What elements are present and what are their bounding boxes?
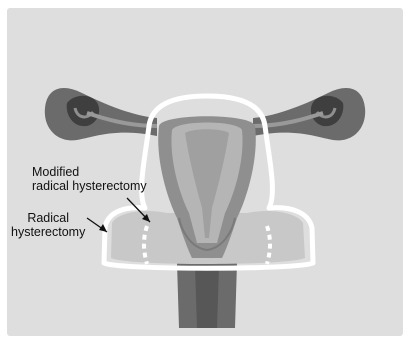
- radical-hysterectomy-label: Radical hysterectomy: [11, 211, 85, 239]
- left-fallopian-tube: [45, 88, 157, 140]
- label-line: Modified: [32, 165, 147, 179]
- label-line: hysterectomy: [11, 225, 85, 239]
- label-line: Radical: [11, 211, 85, 225]
- right-fallopian-tube: [253, 88, 365, 140]
- modified-radical-hysterectomy-label: Modified radical hysterectomy: [32, 165, 147, 193]
- label-line: radical hysterectomy: [32, 179, 147, 193]
- vaginal-canal: [177, 263, 237, 328]
